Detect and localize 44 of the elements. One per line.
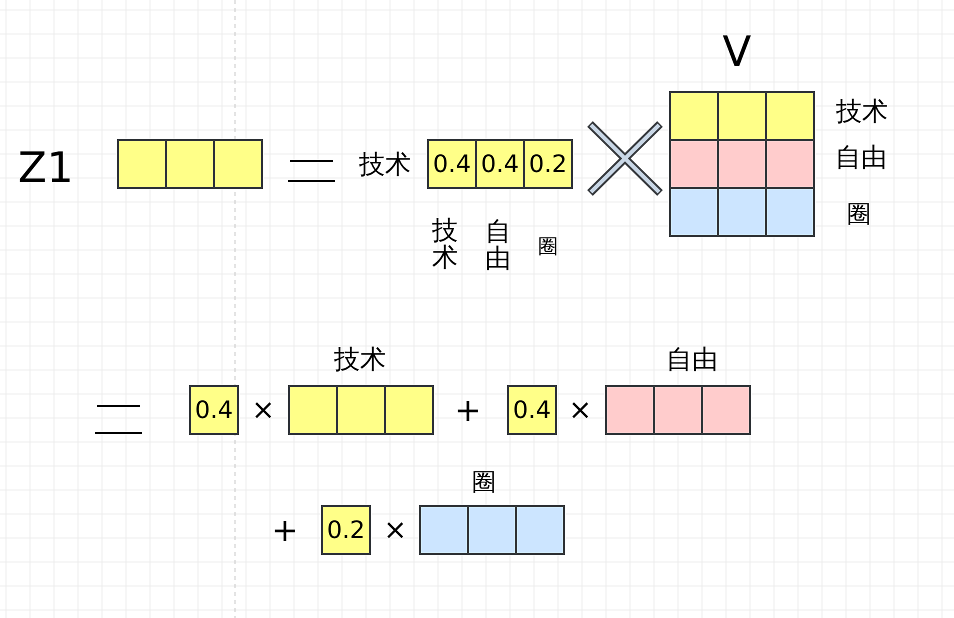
matrix-cell <box>717 139 767 189</box>
matrix-cell <box>605 385 655 435</box>
matrix-cell <box>213 139 263 189</box>
operator: × <box>252 396 275 424</box>
operator: + <box>454 394 482 426</box>
column-label: 自由 <box>485 218 511 274</box>
value-cell: 0.4 <box>189 385 239 435</box>
matrix-cell <box>669 91 719 141</box>
matrix-cell <box>419 505 469 555</box>
matrix-cell <box>765 187 815 237</box>
matrix-cell <box>669 187 719 237</box>
row-label: 自由 <box>835 145 887 171</box>
matrix-cell <box>717 91 767 141</box>
value-cell: 0.4 <box>427 139 477 189</box>
row-label: 技术 <box>359 152 411 178</box>
matrix-cell <box>165 139 215 189</box>
operator: × <box>568 396 592 424</box>
matrix-cell <box>653 385 703 435</box>
matrix-cell <box>717 187 767 237</box>
column-label: 圈 <box>538 236 558 256</box>
matrix-label: V <box>722 31 752 73</box>
value-cell: 0.4 <box>507 385 557 435</box>
row-label: 圈 <box>847 202 871 226</box>
matrix-cell <box>765 91 815 141</box>
operator: + <box>272 514 298 546</box>
row-label: 技术 <box>836 99 888 125</box>
matrix-cell <box>384 385 434 435</box>
row-label: 圈 <box>472 470 496 494</box>
matrix-cell <box>765 139 815 189</box>
matrix-cell <box>117 139 167 189</box>
matrix-cell <box>701 385 751 435</box>
matrix-cell <box>288 385 338 435</box>
matrix-cell <box>336 385 386 435</box>
value-cell: 0.4 <box>475 139 525 189</box>
value-cell: 0.2 <box>523 139 573 189</box>
row-label: 自由 <box>666 347 718 373</box>
column-label: 技术 <box>432 218 458 272</box>
matrix-cell <box>669 139 719 189</box>
matrix-cell <box>467 505 517 555</box>
row-label: 技术 <box>334 347 386 373</box>
matrix-cell <box>515 505 565 555</box>
vector-label: Z1 <box>18 147 74 189</box>
value-cell: 0.2 <box>321 505 371 555</box>
operator: × <box>384 516 407 544</box>
